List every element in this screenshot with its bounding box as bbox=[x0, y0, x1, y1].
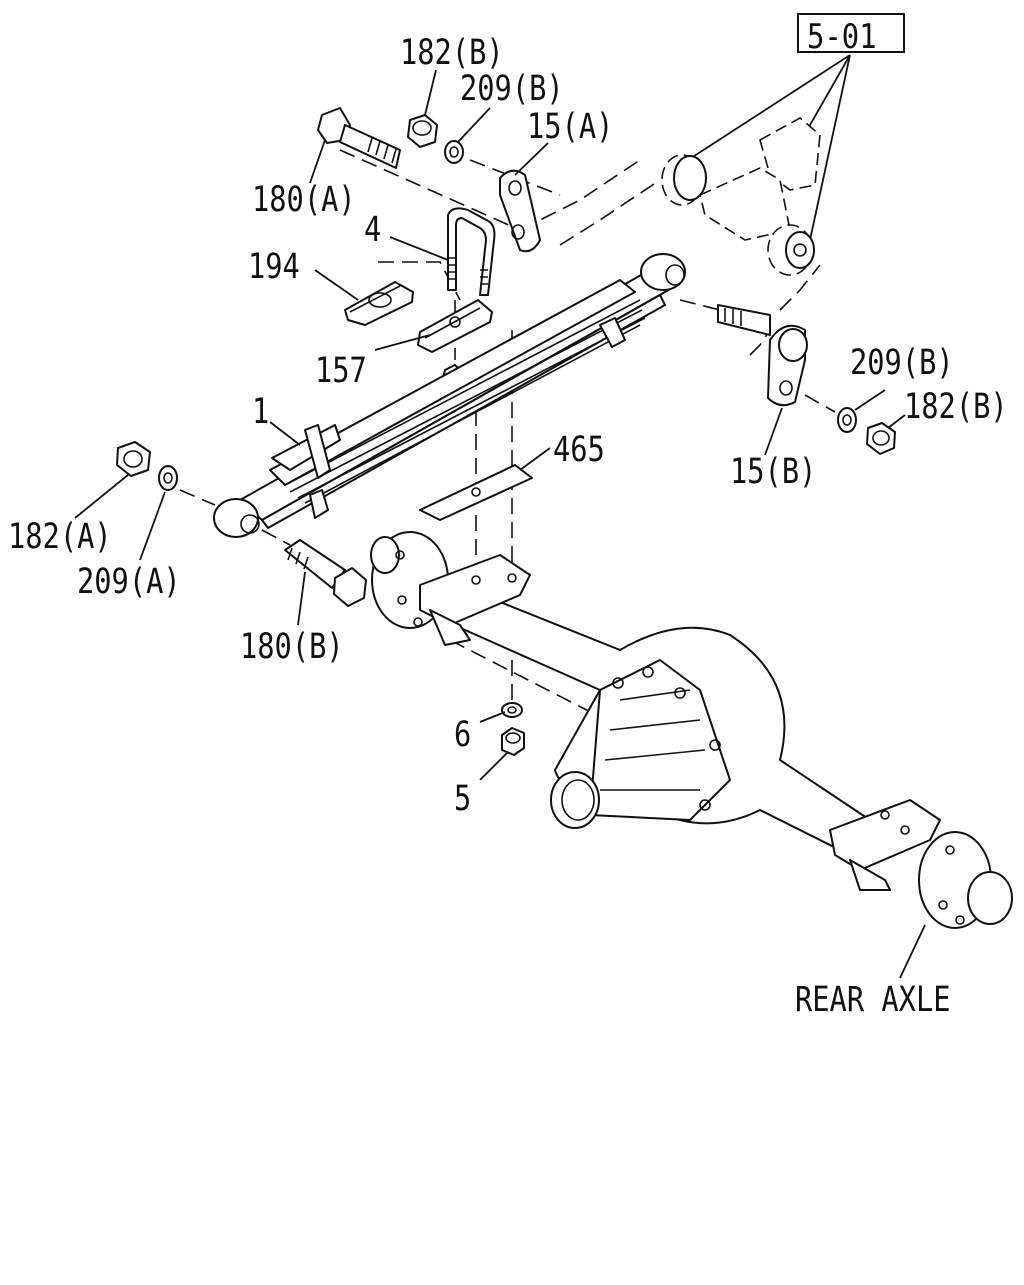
bolt-180b bbox=[284, 539, 367, 607]
label-209a: 209(A) bbox=[77, 562, 181, 602]
reference-box-text: 5-01 bbox=[807, 17, 877, 57]
bolt-180a bbox=[317, 107, 401, 169]
shackle-pin bbox=[717, 304, 771, 336]
label-157: 157 bbox=[315, 351, 367, 391]
reference-box[interactable]: 5-01 bbox=[797, 13, 905, 57]
shackle-15a bbox=[499, 169, 541, 253]
label-182b-top: 182(B) bbox=[400, 33, 504, 73]
leaf-spring-1 bbox=[213, 253, 686, 538]
shackle-15b bbox=[767, 324, 808, 407]
washer-209a bbox=[158, 465, 178, 491]
label-15b: 15(B) bbox=[730, 452, 817, 492]
washer-6 bbox=[501, 702, 523, 718]
washer-209b-right bbox=[837, 407, 857, 433]
label-6: 6 bbox=[454, 715, 472, 755]
washer-209b-top bbox=[444, 140, 464, 164]
label-180a: 180(A) bbox=[252, 180, 356, 220]
rear-axle-housing bbox=[370, 531, 1013, 929]
label-5: 5 bbox=[454, 779, 472, 819]
label-leaders bbox=[74, 69, 926, 979]
nut-182b-right bbox=[866, 422, 896, 455]
nut-182a bbox=[116, 441, 151, 477]
label-182b-right: 182(B) bbox=[904, 387, 1008, 427]
label-180b: 180(B) bbox=[240, 627, 344, 667]
label-1: 1 bbox=[252, 392, 270, 432]
label-rear-axle: REAR AXLE bbox=[795, 980, 951, 1020]
label-15a: 15(A) bbox=[527, 107, 614, 147]
label-209b-top: 209(B) bbox=[460, 69, 564, 109]
nut-182b-top bbox=[407, 114, 438, 148]
pad-465 bbox=[419, 464, 533, 521]
spacer-194 bbox=[344, 281, 414, 326]
spring-hanger-bracket bbox=[661, 117, 821, 276]
u-bolt-4 bbox=[447, 207, 496, 296]
label-209b-right: 209(B) bbox=[850, 343, 954, 383]
label-465: 465 bbox=[553, 430, 605, 470]
nut-5 bbox=[501, 727, 525, 756]
label-4: 4 bbox=[364, 210, 382, 250]
label-182a: 182(A) bbox=[8, 517, 112, 557]
label-194: 194 bbox=[248, 247, 300, 287]
